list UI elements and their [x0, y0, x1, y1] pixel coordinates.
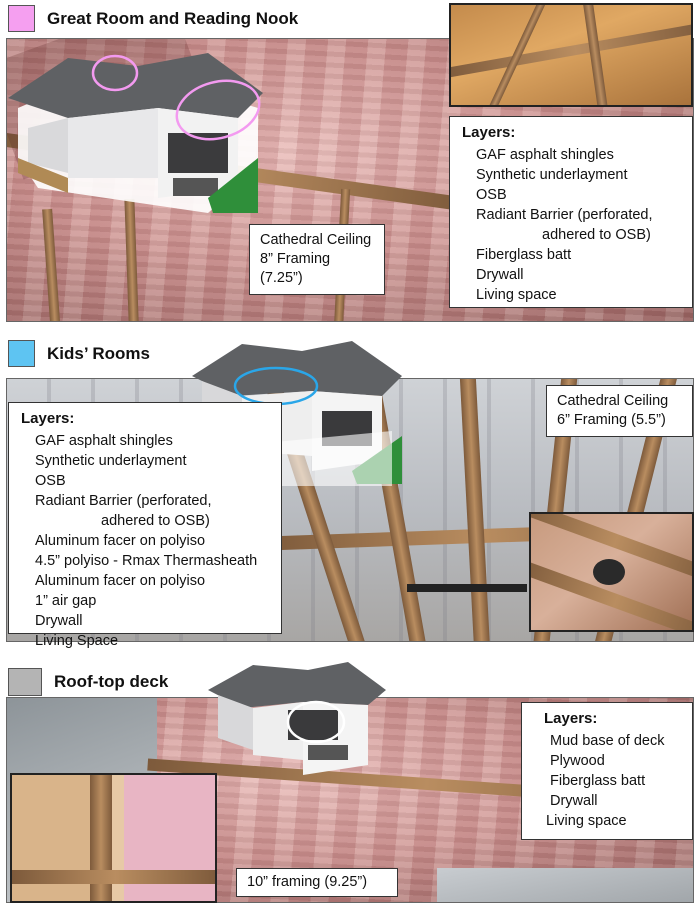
inset-photo-vent	[529, 512, 694, 632]
layers-box-kids-rooms: Layers: GAF asphalt shingles Synthetic u…	[8, 402, 282, 649]
house-rendering-roof-deck	[208, 662, 386, 775]
layer-item: adhered to OSB)	[542, 227, 651, 243]
layer-item: adhered to OSB)	[101, 513, 210, 529]
framing-label-kids-rooms: Cathedral Ceiling 6” Framing (5.5”)	[546, 385, 693, 437]
layer-item: Aluminum facer on polyiso	[35, 573, 206, 589]
layer-item: Living space	[476, 287, 557, 303]
section-header-roof-deck: Roof-top deck	[8, 668, 168, 696]
layers-header: Layers:	[544, 710, 598, 727]
framing-label-roof-deck: 10” framing (9.25”)	[236, 868, 398, 897]
layer-item: Drywall	[550, 793, 598, 809]
layers-box-roof-deck: Layers: Mud base of deck Plywood Fibergl…	[521, 702, 693, 840]
callout-ellipse-white	[286, 700, 346, 744]
layer-item: Living Space	[35, 633, 119, 649]
layer-item: Radiant Barrier (perforated,	[35, 493, 212, 509]
layer-item: Radiant Barrier (perforated,	[476, 207, 653, 223]
section-header-kids-rooms: Kids’ Rooms	[8, 340, 150, 367]
color-swatch-blue	[8, 340, 35, 367]
color-swatch-pink	[8, 5, 35, 32]
callout-ellipse-pink	[91, 54, 139, 92]
layer-item: GAF asphalt shingles	[35, 433, 173, 449]
layer-item: 1” air gap	[35, 593, 97, 609]
layer-item: Synthetic underlayment	[35, 453, 187, 469]
layer-item: Plywood	[550, 753, 605, 769]
section-title: Roof-top deck	[54, 672, 169, 691]
layer-item: 4.5” polyiso - Rmax Thermasheath	[35, 553, 258, 569]
layer-item: Aluminum facer on polyiso	[35, 533, 206, 549]
inset-photo-plywood	[10, 773, 217, 903]
section-header-great-room: Great Room and Reading Nook	[8, 5, 298, 32]
layer-item: Living space	[546, 813, 627, 829]
layer-item: Drywall	[476, 267, 524, 283]
layer-item: GAF asphalt shingles	[476, 147, 614, 163]
layers-header: Layers:	[21, 410, 75, 427]
callout-ellipse-pink-2	[175, 79, 261, 141]
color-swatch-gray	[8, 668, 42, 696]
layers-header: Layers:	[462, 124, 516, 141]
section-title: Great Room and Reading Nook	[47, 8, 299, 28]
layer-item: Fiberglass batt	[476, 247, 572, 263]
layer-item: OSB	[35, 473, 66, 489]
house-rendering-great-room	[8, 53, 263, 213]
inset-photo-attic	[449, 3, 693, 107]
section-title: Kids’ Rooms	[47, 343, 150, 363]
layer-item: Synthetic underlayment	[476, 167, 628, 183]
layer-item: Mud base of deck	[550, 733, 665, 749]
layers-box-great-room: Layers: GAF asphalt shingles Synthetic u…	[449, 116, 693, 308]
layer-item: Drywall	[35, 613, 83, 629]
layer-item: OSB	[476, 187, 507, 203]
framing-label-great-room: Cathedral Ceiling 8” Framing (7.25”)	[249, 224, 385, 295]
layer-item: Fiberglass batt	[550, 773, 646, 789]
